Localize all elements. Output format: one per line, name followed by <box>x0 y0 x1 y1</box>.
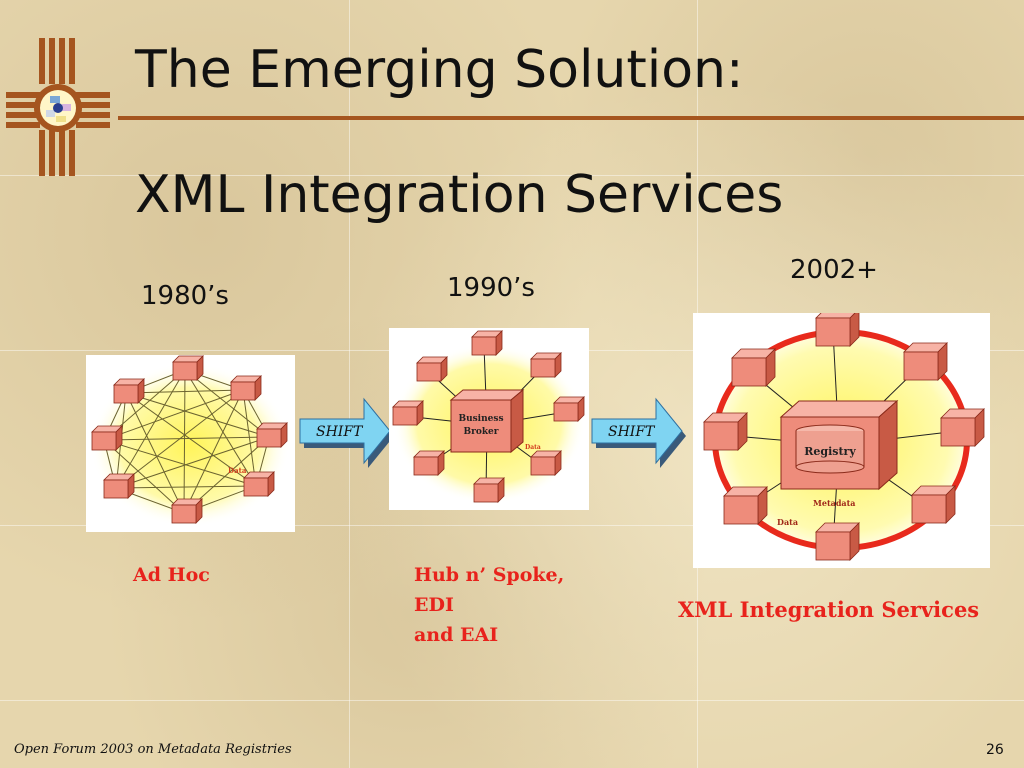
hub-spoke-graphic: Business Broker Data <box>392 330 585 504</box>
connection-line <box>125 392 185 514</box>
caption-xml-integration: XML Integration Services <box>678 595 979 625</box>
system-node <box>815 308 860 347</box>
data-label: Data <box>525 444 541 451</box>
hub-label-line: Business <box>458 414 503 424</box>
shift-arrow-1: SHIFT <box>299 397 394 468</box>
system-node <box>172 355 204 381</box>
shift-arrow-label: SHIFT <box>608 424 656 440</box>
system-node <box>243 471 275 497</box>
registry-graphic: Registry Metadata Data <box>703 308 985 561</box>
system-node <box>530 352 562 378</box>
adhoc-diagram: Data <box>86 355 295 532</box>
system-node <box>473 477 505 503</box>
connection-line <box>183 389 244 514</box>
connection-line <box>125 392 257 487</box>
system-node <box>392 400 424 426</box>
caption-line: and EAI <box>414 624 499 646</box>
title-rule <box>118 116 1024 120</box>
slide-title: The Emerging Solution: <box>135 40 744 100</box>
connection-line <box>183 369 186 514</box>
registry-node: Registry <box>779 399 899 491</box>
era-label-2002: 2002+ <box>790 255 878 285</box>
system-node <box>703 412 748 451</box>
connection-line <box>103 389 244 441</box>
system-node <box>530 450 562 476</box>
system-node <box>103 473 135 499</box>
connection-line <box>242 389 257 487</box>
connection-line <box>103 439 185 514</box>
system-node <box>416 356 448 382</box>
caption-line: XML Integration Services <box>678 597 980 622</box>
slide-subtitle: XML Integration Services <box>135 165 784 225</box>
page-number: 26 <box>986 742 1004 758</box>
business-broker-node: Business Broker <box>449 388 525 454</box>
connection-line <box>115 436 270 489</box>
caption-line: EDI <box>414 594 454 616</box>
background-gridline <box>349 0 350 768</box>
caption-adhoc: Ad Hoc <box>133 560 210 590</box>
footer-text: Open Forum 2003 on Metadata Registries <box>14 742 292 757</box>
system-node <box>723 486 768 525</box>
hub-label-line: Broker <box>463 427 498 437</box>
hub-spoke-diagram: Business Broker Data <box>389 328 589 510</box>
caption-line: Ad Hoc <box>133 564 210 586</box>
caption-line: Hub n’ Spoke, <box>414 564 565 586</box>
shift-arrow-label: SHIFT <box>316 424 364 440</box>
era-label-1980s: 1980’s <box>141 281 229 311</box>
system-node <box>91 425 123 451</box>
system-node <box>113 378 145 404</box>
system-node <box>553 396 585 422</box>
connection-line <box>115 485 257 489</box>
background-gridline <box>0 700 1024 701</box>
background-gridline <box>0 525 1024 526</box>
metadata-label: Metadata <box>813 498 855 508</box>
caption-hub-spoke: Hub n’ Spoke, EDI and EAI <box>414 560 564 650</box>
adhoc-mesh-graphic: Data <box>90 355 290 527</box>
connection-line <box>103 436 270 441</box>
system-node <box>230 375 262 401</box>
system-node <box>256 422 288 448</box>
background-gridline <box>0 175 1024 176</box>
connection-line <box>125 392 270 438</box>
data-label: Data <box>777 517 798 527</box>
connection-line <box>125 389 244 394</box>
connection-line <box>184 369 270 438</box>
connection-line <box>103 439 257 487</box>
system-node <box>171 498 203 524</box>
system-node <box>903 342 948 381</box>
shift-arrow-2: SHIFT <box>591 397 686 468</box>
connection-line <box>115 369 186 489</box>
connection-line <box>184 369 257 487</box>
system-node <box>413 450 445 476</box>
registry-diagram: Registry Metadata Data <box>693 308 990 568</box>
system-node <box>815 522 860 561</box>
era-label-1990s: 1990’s <box>447 273 535 303</box>
system-node <box>731 348 776 387</box>
registry-label: Registry <box>804 445 856 458</box>
data-label: Data <box>228 466 247 475</box>
system-node <box>471 330 503 356</box>
system-node <box>940 408 985 447</box>
zia-sun-symbol-icon <box>6 38 110 176</box>
system-node <box>911 485 956 524</box>
